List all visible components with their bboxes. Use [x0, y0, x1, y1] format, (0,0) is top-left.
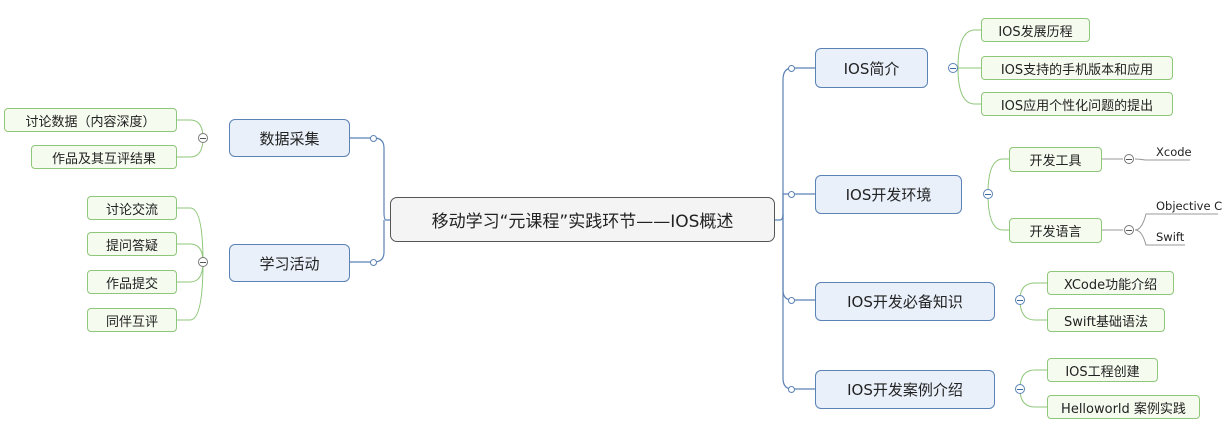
collapse-toggle-dev-knowledge[interactable]	[1015, 295, 1025, 305]
subtopic-label: 同伴互评	[105, 314, 158, 330]
topic-dev-cases-label: IOS开发案例介绍	[847, 381, 963, 399]
collapse-dot-learning-activities[interactable]	[370, 259, 377, 266]
leaf-xcode[interactable]: Xcode	[1156, 145, 1192, 159]
subtopic-works-peer-review-results[interactable]: 作品及其互评结果	[31, 145, 177, 169]
topic-dev-knowledge-label: IOS开发必备知识	[847, 293, 963, 311]
topic-learning-activities[interactable]: 学习活动	[229, 244, 350, 282]
subtopic-label: 开发语言	[1029, 225, 1082, 240]
subtopic-label: IOS应用个性化问题的提出	[1000, 98, 1154, 114]
subtopic-discussion-data[interactable]: 讨论数据（内容深度）	[4, 108, 177, 132]
collapse-toggle-dev-cases[interactable]	[1015, 384, 1025, 394]
collapse-toggle-dev-tools[interactable]	[1124, 154, 1134, 164]
leaf-objective-c[interactable]: Objective C	[1156, 199, 1223, 213]
subtopic-label: IOS发展历程	[998, 24, 1073, 40]
collapse-dot-dev-env[interactable]	[788, 191, 795, 198]
subtopic-swift-basics[interactable]: Swift基础语法	[1047, 308, 1165, 332]
subtopic-ios-supported-versions[interactable]: IOS支持的手机版本和应用	[981, 56, 1173, 80]
topic-dev-knowledge[interactable]: IOS开发必备知识	[815, 282, 995, 321]
subtopic-label: 讨论交流	[105, 202, 158, 218]
topic-dev-environment-label: IOS开发环境	[845, 186, 932, 204]
subtopic-label: 开发工具	[1029, 154, 1082, 169]
collapse-dot-dev-knowledge[interactable]	[788, 297, 795, 304]
collapse-toggle-dev-env[interactable]	[983, 189, 993, 199]
subtopic-dev-languages[interactable]: 开发语言	[1009, 218, 1102, 243]
root-topic[interactable]: 移动学习“元课程”实践环节——IOS概述	[390, 197, 775, 242]
subtopic-discussion[interactable]: 讨论交流	[87, 196, 177, 220]
subtopic-xcode-features[interactable]: XCode功能介绍	[1047, 271, 1174, 295]
subtopic-label: 讨论数据（内容深度）	[25, 114, 156, 130]
collapse-toggle-learning-activities[interactable]	[198, 257, 208, 267]
collapse-toggle-ios-intro[interactable]	[948, 63, 958, 73]
subtopic-q-and-a[interactable]: 提问答疑	[87, 232, 177, 256]
collapse-toggle-dev-languages[interactable]	[1124, 225, 1134, 235]
subtopic-label: 作品及其互评结果	[51, 151, 156, 167]
subtopic-peer-review[interactable]: 同伴互评	[87, 308, 177, 332]
topic-data-collection[interactable]: 数据采集	[229, 119, 350, 157]
subtopic-label: 提问答疑	[105, 238, 158, 254]
subtopic-ios-personalization[interactable]: IOS应用个性化问题的提出	[981, 92, 1173, 116]
topic-ios-intro[interactable]: IOS简介	[815, 48, 928, 88]
collapse-toggle-data-collection[interactable]	[198, 133, 208, 143]
topic-ios-intro-label: IOS简介	[843, 59, 900, 78]
collapse-dot-ios-intro[interactable]	[788, 65, 795, 72]
collapse-dot-dev-cases[interactable]	[788, 386, 795, 393]
leaf-swift[interactable]: Swift	[1156, 230, 1185, 244]
topic-dev-cases[interactable]: IOS开发案例介绍	[815, 370, 995, 409]
topic-learning-activities-label: 学习活动	[259, 254, 320, 273]
subtopic-helloworld-practice[interactable]: Helloworld 案例实践	[1047, 395, 1200, 419]
subtopic-ios-project-creation[interactable]: IOS工程创建	[1047, 358, 1158, 382]
subtopic-label: Swift基础语法	[1064, 314, 1148, 330]
topic-dev-environment[interactable]: IOS开发环境	[815, 175, 962, 214]
subtopic-label: IOS工程创建	[1065, 364, 1140, 380]
subtopic-label: XCode功能介绍	[1063, 277, 1158, 293]
subtopic-label: IOS支持的手机版本和应用	[1000, 62, 1154, 78]
subtopic-label: 作品提交	[105, 276, 158, 292]
collapse-dot-data-collection[interactable]	[370, 135, 377, 142]
subtopic-dev-tools[interactable]: 开发工具	[1009, 147, 1102, 172]
root-topic-label: 移动学习“元课程”实践环节——IOS概述	[431, 212, 734, 232]
subtopic-ios-history[interactable]: IOS发展历程	[981, 18, 1090, 42]
subtopic-work-submission[interactable]: 作品提交	[87, 270, 177, 294]
subtopic-label: Helloworld 案例实践	[1061, 401, 1186, 417]
topic-data-collection-label: 数据采集	[259, 129, 320, 148]
